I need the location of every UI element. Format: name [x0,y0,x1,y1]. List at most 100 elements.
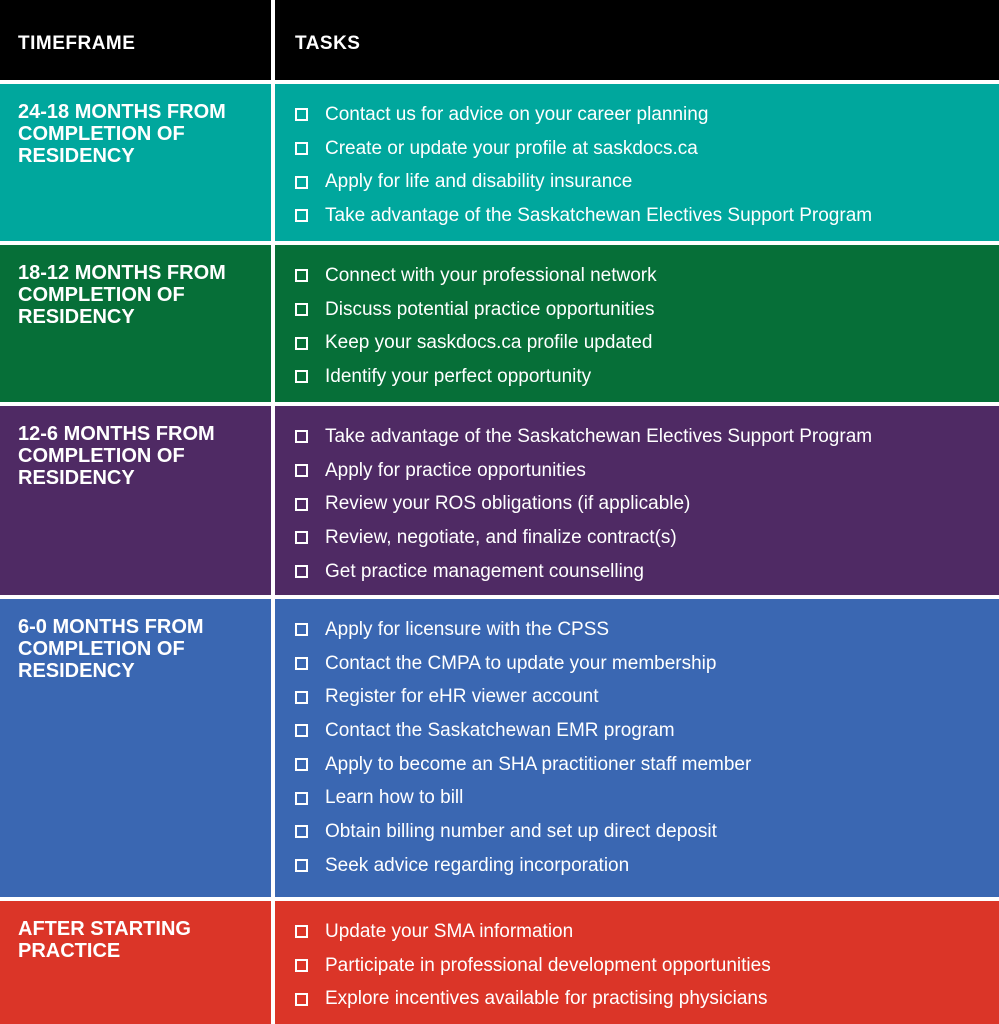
checkbox[interactable] [295,336,308,350]
task-label: Create or update your profile at saskdoc… [325,137,698,159]
task-label: Participate in professional development … [325,954,771,976]
checkbox[interactable] [295,464,308,478]
task-item[interactable]: Register for eHR viewer account [295,680,989,714]
task-label: Apply for practice opportunities [325,459,586,481]
checkbox[interactable] [295,825,308,839]
timeframe-column-header: TIMEFRAME [18,33,136,54]
checkbox[interactable] [295,370,308,384]
task-label: Review, negotiate, and finalize contract… [325,526,677,548]
timeframe-label: AFTER STARTING PRACTICE [18,918,191,962]
checkbox[interactable] [295,925,308,939]
task-item[interactable]: Apply to become an SHA practitioner staf… [295,748,989,782]
checkbox[interactable] [295,269,308,283]
task-label: Update your SMA information [325,920,574,942]
task-list: Contact us for advice on your career pla… [295,98,989,233]
timeframe-section-24-18: 24-18 MONTHS FROM COMPLETION OF RESIDENC… [0,84,999,241]
task-label: Explore incentives available for practis… [325,988,768,1010]
tasks-cell: Connect with your professional network D… [275,245,999,402]
task-list: Connect with your professional network D… [295,259,989,394]
task-label: Register for eHR viewer account [325,686,599,708]
checkbox[interactable] [295,657,308,671]
timeframe-label: 18-12 MONTHS FROM COMPLETION OF RESIDENC… [18,262,226,328]
task-item[interactable]: Contact the Saskatchewan EMR program [295,714,989,748]
table-header-row: TIMEFRAME TASKS [0,0,999,80]
tasks-cell: Update your SMA information Participate … [275,901,999,1024]
timeframe-section-18-12: 18-12 MONTHS FROM COMPLETION OF RESIDENC… [0,245,999,402]
task-item[interactable]: Review your ROS obligations (if applicab… [295,487,989,521]
task-item[interactable]: Apply for practice opportunities [295,454,989,488]
task-label: Get practice management counselling [325,560,644,582]
task-item[interactable]: Seek advice regarding incorporation [295,849,989,883]
task-item[interactable]: Take advantage of the Saskatchewan Elect… [295,199,989,233]
timeframe-cell: 12-6 MONTHS FROM COMPLETION OF RESIDENCY [0,406,271,595]
task-label: Apply for licensure with the CPSS [325,618,610,640]
task-item[interactable]: Review, negotiate, and finalize contract… [295,521,989,555]
checkbox[interactable] [295,108,308,122]
checkbox[interactable] [295,531,308,545]
task-item[interactable]: Explore incentives available for practis… [295,982,989,1016]
task-label: Seek advice regarding incorporation [325,854,630,876]
task-label: Learn how to bill [325,787,464,809]
task-label: Connect with your professional network [325,264,657,286]
checkbox[interactable] [295,791,308,805]
task-item[interactable]: Create or update your profile at saskdoc… [295,132,989,166]
header-tasks-cell: TASKS [275,0,999,80]
checkbox[interactable] [295,142,308,156]
checkbox[interactable] [295,992,308,1006]
timeframe-label: 12-6 MONTHS FROM COMPLETION OF RESIDENCY [18,423,215,489]
checkbox[interactable] [295,690,308,704]
task-label: Obtain billing number and set up direct … [325,820,717,842]
task-label: Take advantage of the Saskatchewan Elect… [325,204,873,226]
checkbox[interactable] [295,724,308,738]
timeframe-label: 6-0 MONTHS FROM COMPLETION OF RESIDENCY [18,616,204,682]
task-label: Contact the Saskatchewan EMR program [325,719,675,741]
task-item[interactable]: Take advantage of the Saskatchewan Elect… [295,420,989,454]
checkbox[interactable] [295,175,308,189]
task-item[interactable]: Keep your saskdocs.ca profile updated [295,326,989,360]
timeframe-cell: 18-12 MONTHS FROM COMPLETION OF RESIDENC… [0,245,271,402]
task-item[interactable]: Apply for life and disability insurance [295,165,989,199]
task-item[interactable]: Update your SMA information [295,915,989,949]
timeframe-section-after-starting: AFTER STARTING PRACTICE Update your SMA … [0,901,999,1024]
task-item[interactable]: Apply for licensure with the CPSS [295,613,989,647]
task-item[interactable]: Get practice management counselling [295,555,989,589]
timeframe-section-6-0: 6-0 MONTHS FROM COMPLETION OF RESIDENCY … [0,599,999,897]
task-item[interactable]: Participate in professional development … [295,949,989,983]
checkbox[interactable] [295,303,308,317]
checkbox[interactable] [295,859,308,873]
task-item[interactable]: Obtain billing number and set up direct … [295,815,989,849]
checkbox[interactable] [295,758,308,772]
tasks-cell: Apply for licensure with the CPSS Contac… [275,599,999,897]
task-list: Update your SMA information Participate … [295,915,989,1016]
task-label: Apply for life and disability insurance [325,171,633,193]
task-label: Take advantage of the Saskatchewan Elect… [325,425,873,447]
checkbox[interactable] [295,497,308,511]
task-item[interactable]: Contact the CMPA to update your membersh… [295,647,989,681]
task-label: Review your ROS obligations (if applicab… [325,493,691,515]
task-label: Contact us for advice on your career pla… [325,103,709,125]
checkbox[interactable] [295,565,308,579]
timeframe-cell: AFTER STARTING PRACTICE [0,901,271,1024]
task-list: Take advantage of the Saskatchewan Elect… [295,420,989,588]
timeframe-cell: 6-0 MONTHS FROM COMPLETION OF RESIDENCY [0,599,271,897]
header-timeframe-cell: TIMEFRAME [0,0,271,80]
timeframe-label: 24-18 MONTHS FROM COMPLETION OF RESIDENC… [18,101,226,167]
task-item[interactable]: Discuss potential practice opportunities [295,293,989,327]
checkbox[interactable] [295,623,308,637]
checkbox[interactable] [295,430,308,444]
task-label: Contact the CMPA to update your membersh… [325,652,717,674]
task-item[interactable]: Connect with your professional network [295,259,989,293]
task-list: Apply for licensure with the CPSS Contac… [295,613,989,883]
task-label: Identify your perfect opportunity [325,365,592,387]
checkbox[interactable] [295,959,308,973]
task-item[interactable]: Contact us for advice on your career pla… [295,98,989,132]
tasks-cell: Contact us for advice on your career pla… [275,84,999,241]
tasks-cell: Take advantage of the Saskatchewan Elect… [275,406,999,595]
timeframe-cell: 24-18 MONTHS FROM COMPLETION OF RESIDENC… [0,84,271,241]
checkbox[interactable] [295,209,308,223]
task-label: Apply to become an SHA practitioner staf… [325,753,752,775]
task-item[interactable]: Identify your perfect opportunity [295,360,989,394]
task-item[interactable]: Learn how to bill [295,781,989,815]
timeframe-section-12-6: 12-6 MONTHS FROM COMPLETION OF RESIDENCY… [0,406,999,595]
